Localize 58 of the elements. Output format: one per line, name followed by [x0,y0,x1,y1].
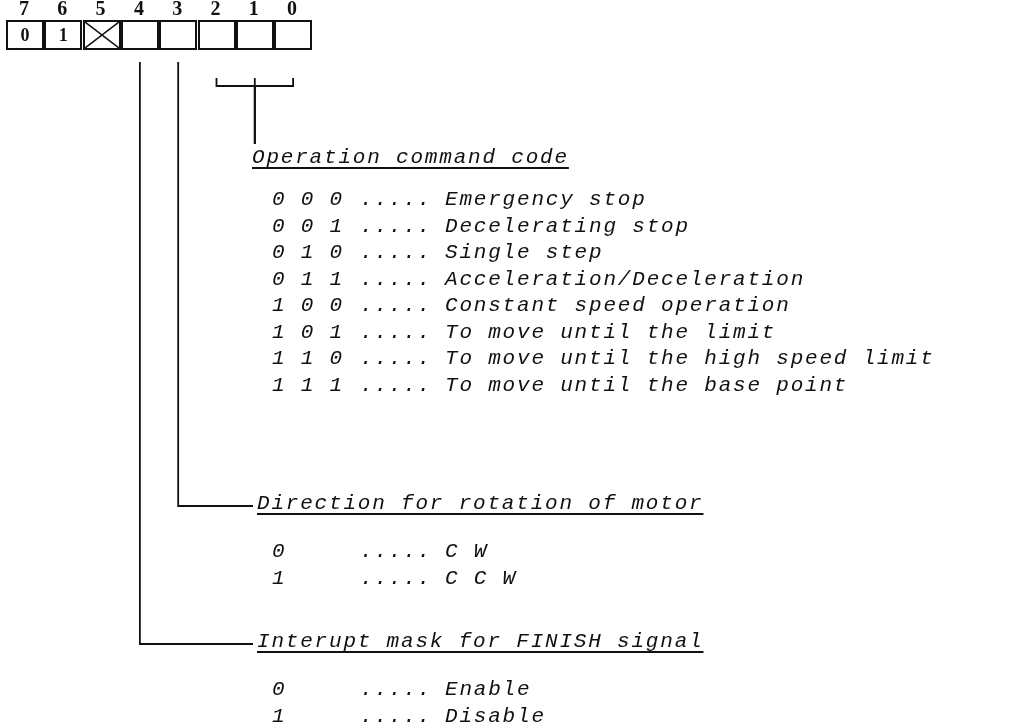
dot-leader: ..... [360,188,432,212]
field-heading: Direction for rotation of motor [257,492,704,516]
bit-number: 2 [210,0,221,19]
field-heading: Operation command code [252,146,569,170]
code-meaning: To move until the limit [445,320,777,345]
code-meaning: Emergency stop [445,188,647,212]
bit-cell: 1 [44,20,83,50]
dot-leader: ..... [360,241,432,265]
dot-leader: ..... [360,267,432,292]
bit-cell [197,20,236,50]
bit-number: 0 [287,0,298,19]
bit-code: 0 1 1 [272,267,344,292]
dot-leader: ..... [360,214,432,239]
dot-leader: ..... [360,373,432,398]
code-meaning: Disable [445,705,546,727]
dot-leader: ..... [360,540,432,564]
bit-code: 0 0 1 [272,214,344,239]
bit-cell: 0 [6,20,44,50]
bit-code: 1 0 0 [272,294,344,318]
code-meaning: C C W [445,567,517,591]
code-meaning: C W [445,540,489,564]
dot-leader: ..... [360,320,432,345]
bit-number: 3 [172,0,183,19]
bit-cell [235,20,274,50]
code-meaning: Single step [445,241,604,265]
bit-number: 6 [57,0,68,19]
code-meaning: To move until the base point [445,373,849,398]
bit-number: 4 [133,0,144,19]
bit-number: 5 [95,0,106,19]
code-meaning: Enable [445,678,532,702]
bit-cell [274,20,313,50]
code-meaning: Constant speed operation [445,294,791,318]
bit-code: 1 0 1 [272,320,344,345]
bit-code: 1 1 0 [272,347,344,371]
dot-leader: ..... [360,294,432,318]
bracket-leader-line [253,77,294,145]
bit-code: 0 [272,678,287,702]
leader-line [177,61,254,507]
field-heading: Interupt mask for FINISH signal [257,630,704,654]
dot-leader: ..... [360,678,432,702]
dot-leader: ..... [360,567,432,591]
bit-code: 0 1 0 [272,241,344,265]
unused-bit-cell [82,20,121,50]
code-meaning: Decelerating stop [445,214,690,239]
bit-number: 7 [19,0,29,19]
dot-leader: ..... [360,705,432,727]
code-meaning: To move until the high speed limit [445,347,935,371]
dot-leader: ..... [360,347,432,371]
bit-code: 0 0 0 [272,188,344,212]
bit-code: 0 [272,540,287,564]
bit-cell [120,20,159,50]
bit-code: 1 1 1 [272,373,344,398]
bit-code: 1 [272,705,287,727]
leader-line [139,61,254,645]
bit-cell [159,20,198,50]
code-meaning: Acceleration/Deceleration [445,267,806,292]
bit-number: 1 [248,0,259,19]
bit-code: 1 [272,567,287,591]
